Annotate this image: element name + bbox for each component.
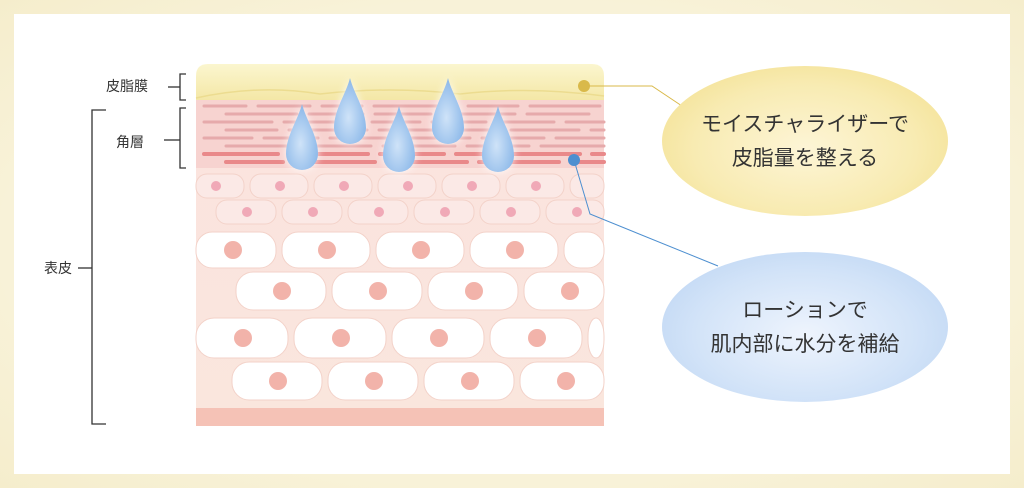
cell bbox=[587, 317, 605, 359]
cell-nucleus bbox=[461, 372, 479, 390]
cell-nucleus bbox=[374, 207, 384, 217]
cell-layers bbox=[195, 173, 605, 401]
cell-nucleus bbox=[531, 181, 541, 191]
cell-nucleus bbox=[506, 207, 516, 217]
epidermis-bracket bbox=[91, 109, 106, 425]
cell-nucleus bbox=[467, 181, 477, 191]
cell-nucleus bbox=[242, 207, 252, 217]
moisturizer-line2: 皮脂量を整える bbox=[731, 146, 879, 170]
moisturizer-dot bbox=[578, 80, 590, 92]
cell-nucleus bbox=[561, 282, 579, 300]
cell-nucleus bbox=[412, 241, 430, 259]
cell bbox=[569, 173, 605, 199]
cell-nucleus bbox=[465, 282, 483, 300]
cell-nucleus bbox=[332, 329, 350, 347]
corneum-bracket bbox=[179, 107, 186, 169]
droplet bbox=[432, 78, 464, 144]
cell bbox=[563, 231, 605, 269]
brackets bbox=[78, 73, 186, 425]
cell-nucleus bbox=[273, 282, 291, 300]
lotion-line1: ローションで bbox=[742, 298, 868, 322]
cell-nucleus bbox=[318, 241, 336, 259]
sebum-wave bbox=[195, 89, 605, 99]
moisturizer-leader bbox=[584, 85, 683, 107]
cell-nucleus bbox=[308, 207, 318, 217]
moisturizer-line1: モイスチャライザーで bbox=[701, 112, 909, 136]
lotion-dot bbox=[568, 154, 580, 166]
lotion-callout: ローションで 肌内部に水分を補給 bbox=[662, 252, 948, 402]
sebum-bracket bbox=[179, 73, 186, 101]
droplet bbox=[482, 106, 514, 172]
cell-nucleus bbox=[211, 181, 221, 191]
cell-nucleus bbox=[365, 372, 383, 390]
lotion-droplets bbox=[286, 78, 514, 172]
cell-nucleus bbox=[506, 241, 524, 259]
label-epidermis: 表皮 bbox=[44, 261, 72, 277]
label-stratum-corneum: 角層 bbox=[116, 135, 144, 151]
cell-nucleus bbox=[269, 372, 287, 390]
cell-nucleus bbox=[339, 181, 349, 191]
cell-nucleus bbox=[572, 207, 582, 217]
droplet bbox=[383, 106, 415, 172]
cell-nucleus bbox=[430, 329, 448, 347]
droplet bbox=[334, 78, 366, 144]
cell-nucleus bbox=[403, 181, 413, 191]
cell-nucleus bbox=[557, 372, 575, 390]
cell-nucleus bbox=[224, 241, 242, 259]
basal-layer bbox=[196, 408, 604, 426]
cell-nucleus bbox=[528, 329, 546, 347]
cell-nucleus bbox=[369, 282, 387, 300]
cell-nucleus bbox=[275, 181, 285, 191]
droplet bbox=[286, 104, 318, 170]
lotion-leader bbox=[573, 159, 719, 267]
label-sebum-film: 皮脂膜 bbox=[106, 79, 148, 95]
cell-nucleus bbox=[440, 207, 450, 217]
cell-nucleus bbox=[234, 329, 252, 347]
moisturizer-callout: モイスチャライザーで 皮脂量を整える bbox=[662, 66, 948, 216]
lotion-line2: 肌内部に水分を補給 bbox=[710, 332, 900, 356]
sebum-film bbox=[196, 64, 604, 100]
